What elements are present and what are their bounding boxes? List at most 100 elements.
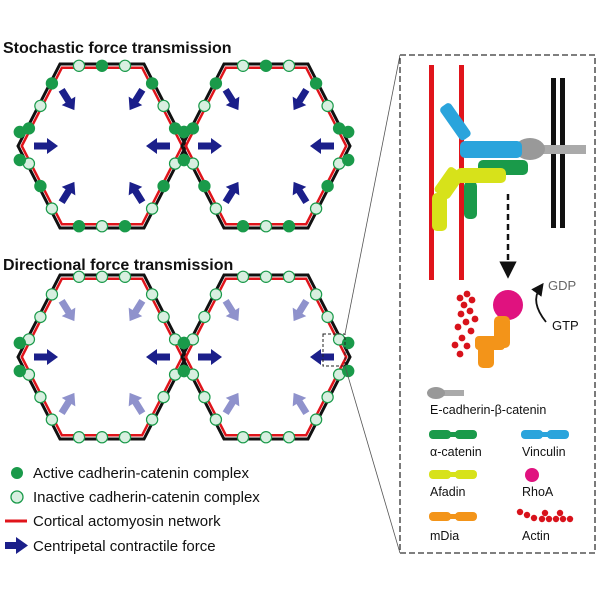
inactive-complex <box>34 310 47 324</box>
active-complex <box>342 125 355 139</box>
centripetal-force-arrow <box>198 138 222 154</box>
inactive-complex <box>72 270 86 283</box>
active-complex <box>177 153 190 167</box>
inactive-complex <box>118 59 132 73</box>
cortical-actomyosin-ring <box>184 277 348 437</box>
key-actin-label: Actin <box>522 529 550 543</box>
centripetal-force-arrow <box>146 349 170 365</box>
active-complex <box>13 153 26 167</box>
actin-monomer <box>468 296 476 304</box>
key-rhoa-icon <box>525 468 539 482</box>
inactive-complex <box>145 288 159 301</box>
afadin-complex <box>432 167 506 231</box>
actin-monomer <box>458 334 466 342</box>
inactive-complex <box>209 288 223 301</box>
inactive-complex <box>282 270 296 283</box>
inactive-complex <box>309 202 323 215</box>
legend-active-marker <box>11 467 23 479</box>
key-mdia-label: mDia <box>430 529 459 543</box>
key-alpha-catenin-icon <box>429 430 477 439</box>
centripetal-force-arrow <box>58 392 76 416</box>
key-e-cadherin-icon <box>427 387 464 399</box>
active-complex <box>145 77 159 90</box>
centripetal-force-arrow <box>58 87 76 111</box>
inactive-complex <box>157 390 170 404</box>
rhoa-molecule <box>493 290 523 320</box>
inactive-complex <box>259 219 273 233</box>
legend-inactive-marker <box>10 490 24 504</box>
centripetal-force-arrow <box>128 298 146 322</box>
key-e-cadherin-label: E-cadherin-β-catenin <box>430 403 546 417</box>
active-complex <box>321 179 334 193</box>
centripetal-force-arrow <box>310 349 334 365</box>
actin-monomer <box>467 327 475 335</box>
key-afadin-label: Afadin <box>430 485 465 499</box>
active-complex <box>177 336 190 350</box>
centripetal-force-arrow <box>128 181 146 205</box>
inactive-complex <box>198 99 211 113</box>
actin-monomer <box>466 307 474 315</box>
inactive-complex <box>259 431 273 444</box>
cell-membrane-outline <box>180 273 352 441</box>
key-afadin-icon <box>429 470 477 479</box>
key-rhoa-label: RhoA <box>522 485 554 499</box>
vinculin-complex <box>440 103 522 158</box>
inactive-complex <box>236 59 250 73</box>
centripetal-force-arrow <box>292 181 310 205</box>
inactive-complex <box>45 413 59 426</box>
active-complex <box>95 59 109 73</box>
cell-diagrams <box>13 59 355 444</box>
inactive-complex <box>95 431 109 444</box>
inactive-complex <box>209 202 223 215</box>
active-complex <box>342 364 355 378</box>
active-complex <box>177 364 190 378</box>
inactive-complex <box>209 413 223 426</box>
active-complex <box>157 179 170 193</box>
actin-monomer <box>456 350 464 358</box>
actin-monomer <box>462 318 470 326</box>
active-complex <box>13 364 26 378</box>
active-complex <box>236 219 250 233</box>
inactive-complex <box>198 310 211 324</box>
inactive-complex <box>309 288 323 301</box>
inactive-complex <box>145 413 159 426</box>
legend-force-arrow-icon <box>5 537 28 554</box>
inactive-complex <box>45 288 59 301</box>
inactive-complex <box>198 390 211 404</box>
inactive-complex <box>118 431 132 444</box>
actin-monomer <box>463 342 471 350</box>
inactive-complex <box>282 59 296 73</box>
legend-active-label: Active cadherin-catenin complex <box>33 465 249 482</box>
actin-monomer <box>457 310 465 318</box>
gdp-label: GDP <box>548 278 576 293</box>
legend-cortical-label: Cortical actomyosin network <box>33 513 221 530</box>
active-complex <box>13 336 26 350</box>
actin-monomer <box>463 290 471 298</box>
active-complex <box>13 125 26 139</box>
centripetal-force-arrow <box>222 392 240 416</box>
centripetal-force-arrow <box>222 181 240 205</box>
centripetal-force-arrow <box>292 87 310 111</box>
inactive-complex <box>34 99 47 113</box>
gdp-gtp-exchange-arrow <box>531 282 547 323</box>
inactive-complex <box>34 390 47 404</box>
stochastic-cell-1 <box>13 59 191 233</box>
directional-cell-1 <box>13 270 191 444</box>
centripetal-force-arrow <box>58 298 76 322</box>
inactive-complex <box>45 202 59 215</box>
key-alpha-catenin-label: α-catenin <box>430 445 482 459</box>
centripetal-force-arrow <box>222 298 240 322</box>
zoom-connector-bottom <box>344 365 401 554</box>
active-complex <box>209 77 223 90</box>
centripetal-force-arrow <box>128 87 146 111</box>
inactive-complex <box>321 99 334 113</box>
active-complex <box>34 179 47 193</box>
inactive-complex <box>309 413 323 426</box>
inset-key: E-cadherin-β-catenin α-catenin Vinculin … <box>427 387 574 543</box>
key-vinculin-label: Vinculin <box>522 445 566 459</box>
centripetal-force-arrow <box>198 349 222 365</box>
active-complex <box>309 77 323 90</box>
actin-monomer <box>454 323 462 331</box>
inactive-complex <box>236 431 250 444</box>
